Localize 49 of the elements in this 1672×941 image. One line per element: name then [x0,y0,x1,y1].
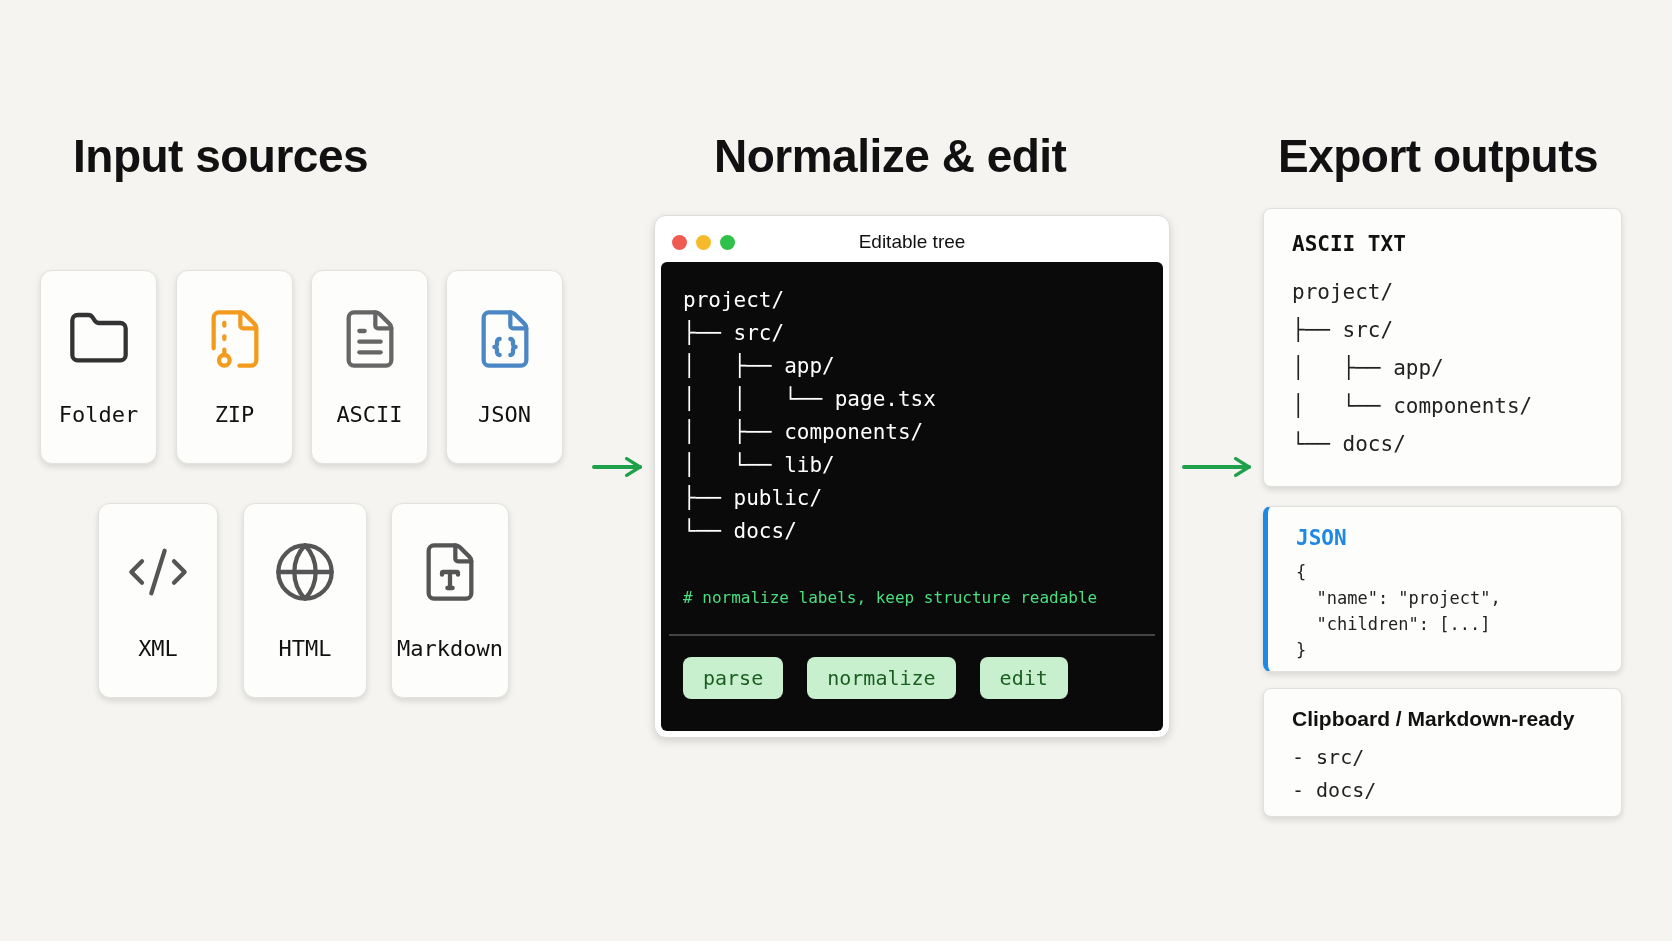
flow-arrow [592,457,642,477]
source-card [243,503,367,698]
column-heading: Export outputs [1278,130,1599,182]
card-title: JSON [1296,525,1348,552]
output-card [1263,506,1622,672]
tree-line: ├── public/ [683,484,824,512]
code-line: "name": "project", [1315,586,1502,610]
source-card [176,270,293,464]
format-label: ASCII [336,401,403,429]
code-line: - src/ [1292,743,1366,771]
column-heading: Input sources [73,130,369,182]
tree-line: ├── src/ [683,319,786,347]
format-label: Markdown [397,635,503,663]
code-line: │ ├── app/ [1292,354,1445,382]
action-button: edit [979,657,1068,699]
format-label: JSON [478,401,531,429]
code-line: { [1296,560,1308,584]
window-title: Editable tree [858,229,966,254]
tree-line: project/ [683,287,786,314]
tree-line: │ ├── app/ [683,352,836,380]
code-line: │ └── components/ [1292,392,1534,420]
tree-line: └── docs/ [683,517,798,545]
code-line: ├── src/ [1292,316,1395,344]
action-button: parse [683,657,784,699]
source-card [311,270,428,464]
flow-arrow [1182,457,1251,477]
code-line: "children": [...] [1315,612,1492,636]
column-heading: Normalize & edit [714,130,1067,182]
code-line: └── docs/ [1292,430,1407,458]
code-line: project/ [1292,278,1395,306]
action-button: normalize [807,657,956,699]
source-card [98,503,218,698]
card-title: ASCII TXT [1292,231,1407,258]
source-card [446,270,563,464]
code-line: - docs/ [1292,776,1378,804]
source-card [391,503,509,698]
format-label: Folder [58,401,139,429]
source-card [40,270,157,464]
output-card [1263,688,1622,817]
format-label: ZIP [214,401,255,429]
format-label: XML [138,635,178,663]
code-line: } [1296,638,1308,662]
tree-line: │ ├── components/ [683,418,925,446]
format-label: HTML [278,635,332,663]
tree-line: │ └── lib/ [683,451,836,479]
tree-line: │ │ └── page.tsx [683,385,937,413]
code-comment: # normalize labels, keep structure readable [683,588,1098,607]
output-card [1263,208,1622,487]
card-title: Clipboard / Markdown-ready [1292,706,1576,732]
